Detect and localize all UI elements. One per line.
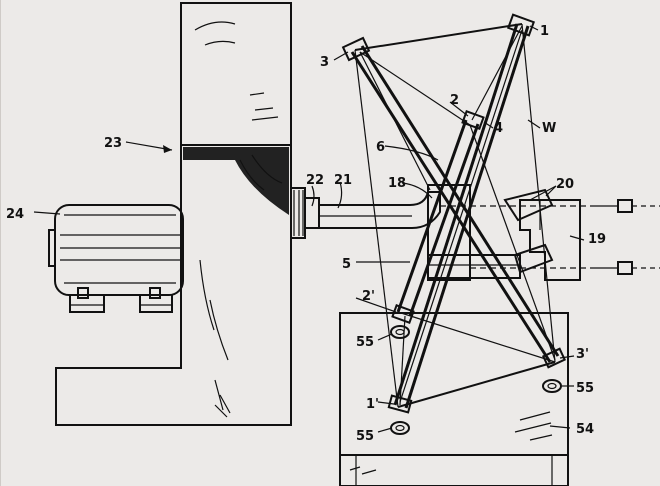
- label-2: 2: [450, 93, 459, 108]
- label-1-prime: 1': [366, 397, 379, 412]
- label-1: 1: [540, 24, 549, 39]
- label-21: 21: [334, 173, 352, 188]
- mount-hole-55-upper: [390, 325, 410, 339]
- member-2-2p: [396, 119, 480, 317]
- coupling-22: [290, 187, 320, 239]
- end-cap-2: [461, 110, 485, 130]
- label-3: 3: [320, 55, 329, 70]
- frame-outline-W: [354, 23, 556, 408]
- leader-lines: [33, 25, 585, 433]
- reference-labels: 1 2 3 4 5 6 18 19 20 21 22 23 24 54 55 5…: [6, 24, 606, 444]
- inner-bracing: [359, 25, 556, 406]
- jaw-20-lower: [513, 243, 554, 274]
- jaw-20-upper: [503, 188, 554, 222]
- label-24: 24: [6, 207, 24, 222]
- mount-hole-55-right: [542, 379, 562, 393]
- label-3-prime: 3': [576, 347, 589, 362]
- label-22: 22: [306, 173, 324, 188]
- label-54: 54: [576, 422, 594, 437]
- arm-21: [318, 191, 441, 229]
- label-4: 4: [494, 121, 503, 136]
- label-55-right: 55: [576, 381, 594, 396]
- label-55-lower: 55: [356, 429, 374, 444]
- bolt-lower: [596, 261, 660, 275]
- label-2-prime: 2': [362, 289, 375, 304]
- end-cap-3p: [541, 347, 567, 369]
- end-cap-1: [506, 13, 536, 37]
- mount-hole-55-lower: [390, 421, 410, 435]
- label-18: 18: [388, 176, 406, 191]
- bolt-upper: [596, 199, 660, 213]
- label-W: W: [542, 121, 556, 136]
- motor-24: [48, 204, 184, 313]
- label-23: 23: [104, 136, 122, 151]
- label-6: 6: [376, 140, 385, 155]
- label-20: 20: [556, 177, 574, 192]
- housing-23: [55, 2, 292, 426]
- member-1-1p: [393, 23, 530, 409]
- label-19: 19: [588, 232, 606, 247]
- base-plate-54: [339, 312, 569, 486]
- label-55-upper: 55: [356, 335, 374, 350]
- member-3-3p: [350, 45, 560, 363]
- end-cap-1p: [387, 394, 413, 414]
- label-5: 5: [342, 257, 351, 272]
